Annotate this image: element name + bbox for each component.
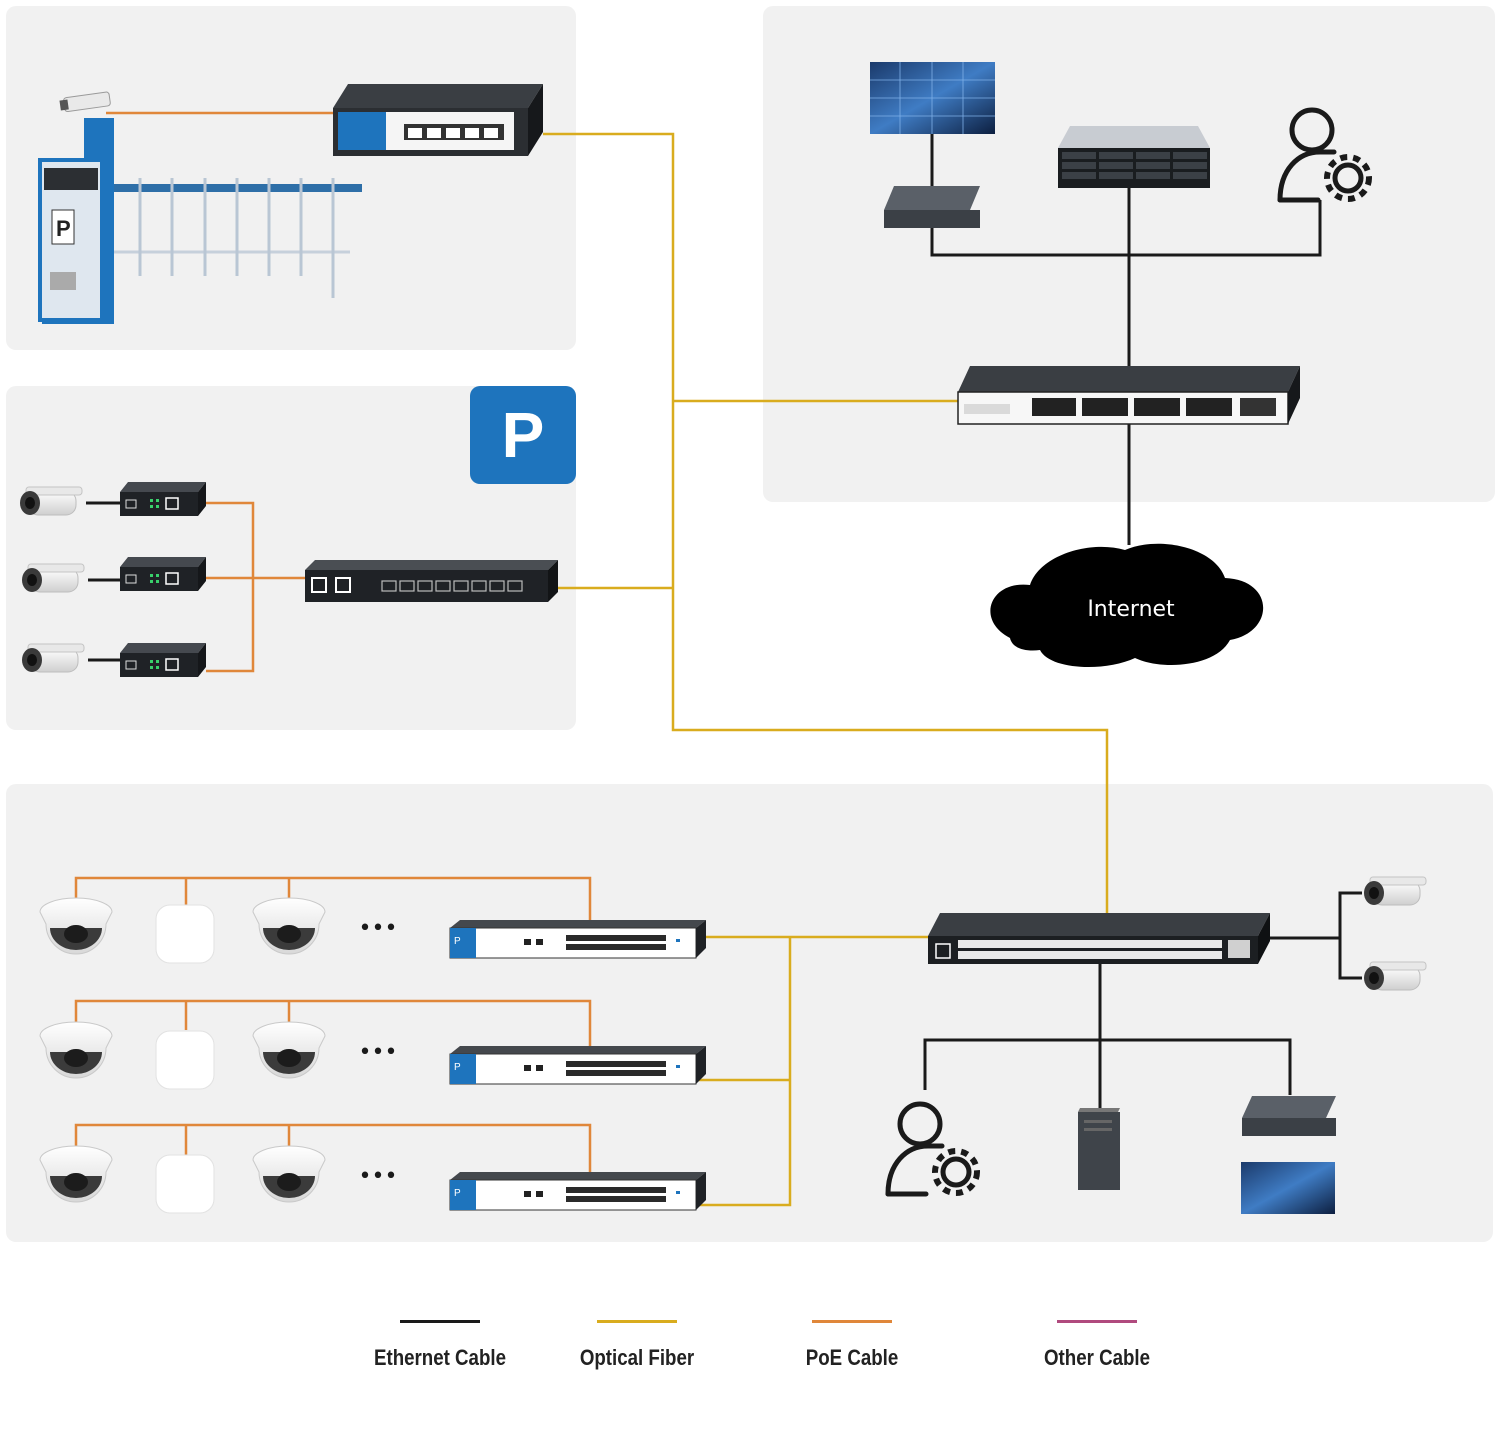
fiber-links (543, 132, 1109, 1207)
poe-cable-swatch (812, 1320, 892, 1323)
legend-label: Ethernet Cable (374, 1345, 506, 1370)
poe-switch-icon (449, 919, 707, 959)
camera-icon (1363, 876, 1427, 906)
legend-item-ethernet: Ethernet Cable (340, 1320, 540, 1371)
poe-switch-icon (449, 1171, 707, 1211)
core-switch-icon (957, 366, 1300, 425)
parking-kiosk-icon: P (38, 118, 114, 324)
camera-icon (1363, 961, 1427, 991)
media-converter-icon (119, 481, 207, 517)
legend-item-poe: PoE Cable (752, 1320, 952, 1371)
access-point-icon (155, 904, 215, 964)
parking-sign-icon: P (470, 386, 576, 484)
poe-switch-icon (449, 1045, 707, 1085)
optical-fiber-swatch (597, 1320, 677, 1323)
access-point-icon (155, 1030, 215, 1090)
legend-label: Other Cable (1043, 1345, 1150, 1370)
legend-item-other: Other Cable (997, 1320, 1197, 1371)
ethernet-cable-swatch (400, 1320, 480, 1323)
ethernet-links (86, 134, 1362, 1110)
legend-item-fiber: Optical Fiber (537, 1320, 737, 1371)
aggregation-switch-icon (305, 560, 558, 602)
ellipsis-icon: ••• (359, 1040, 398, 1065)
media-converter-icon (119, 556, 207, 592)
dome-camera-icon (252, 1021, 326, 1079)
core-switch-icon (928, 913, 1270, 964)
cloud-icon: Internet (990, 543, 1264, 668)
dome-camera-icon (39, 897, 113, 955)
camera-icon (21, 563, 85, 593)
admin-user-icon (888, 1104, 977, 1194)
nvr-icon (1242, 1096, 1336, 1136)
media-converter-icon (119, 642, 207, 678)
camera-icon (59, 91, 111, 113)
barrier-gate-icon (114, 178, 362, 298)
admin-user-icon (1280, 110, 1369, 200)
legend-label: PoE Cable (805, 1345, 899, 1370)
nvr-icon (884, 186, 980, 228)
dome-camera-icon (39, 1145, 113, 1203)
other-cable-swatch (1057, 1320, 1137, 1323)
camera-icon (21, 643, 85, 673)
dome-camera-icon (39, 1021, 113, 1079)
video-wall-icon (870, 62, 995, 134)
dome-camera-icon (252, 1145, 326, 1203)
monitor-icon (1241, 1162, 1335, 1214)
storage-server-icon (1058, 126, 1210, 188)
camera-icon (19, 486, 83, 516)
tower-server-icon (1078, 1108, 1120, 1190)
dome-camera-icon (252, 897, 326, 955)
ellipsis-icon: ••• (359, 1164, 398, 1189)
ellipsis-icon: ••• (359, 916, 398, 941)
svg-text:P: P (56, 216, 71, 241)
parking-sign-label: P (501, 399, 545, 471)
access-point-icon (155, 1154, 215, 1214)
internet-label: Internet (1087, 597, 1175, 622)
legend-label: Optical Fiber (579, 1345, 695, 1370)
poe-switch-icon (333, 84, 543, 156)
